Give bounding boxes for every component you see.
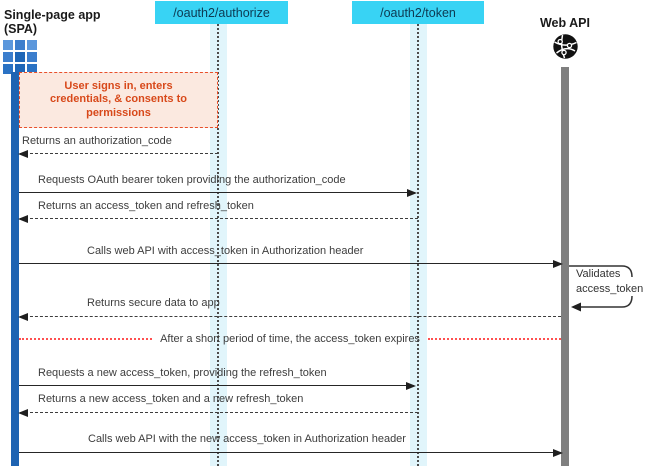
app-grid-icon: [3, 40, 37, 74]
return-arrow: [18, 409, 418, 417]
spa-activation-bar: [11, 72, 19, 466]
user-signin-note: User signs in, enters credentials, & con…: [19, 72, 218, 128]
message-label: Returns secure data to app: [87, 297, 220, 309]
authorize-endpoint-label: /oauth2/authorize: [173, 5, 270, 20]
return-arrow: [18, 150, 218, 158]
return-arrow: [18, 215, 418, 223]
authorize-lifeline: [217, 24, 219, 466]
arrowhead-right-icon: [407, 189, 417, 197]
message-label: Returns an authorization_code: [22, 135, 172, 147]
return-arrow: [18, 313, 561, 321]
token-endpoint-label: /oauth2/token: [380, 5, 456, 20]
message-label: Requests OAuth bearer token providing th…: [38, 174, 346, 186]
message-label: Calls web API with access_token in Autho…: [87, 245, 364, 257]
divider-text: After a short period of time, the access…: [160, 333, 420, 345]
token-expiry-divider: After a short period of time, the access…: [19, 332, 562, 346]
arrowhead-left-icon: [18, 150, 28, 158]
spa-title-line2: (SPA): [4, 22, 38, 36]
request-arrow: [19, 189, 417, 197]
arrowhead-left-icon: [18, 409, 28, 417]
divider-line-left: [19, 338, 153, 340]
globe-network-icon: [553, 34, 578, 59]
token-endpoint-box: /oauth2/token: [352, 1, 484, 24]
arrowhead-right-icon: [553, 449, 563, 457]
request-arrow: [19, 260, 563, 268]
request-arrow: [19, 382, 416, 390]
arrowhead-left-icon: [18, 313, 28, 321]
token-lifeline: [417, 24, 419, 466]
arrowhead-right-icon: [406, 382, 416, 390]
request-arrow: [19, 449, 563, 457]
divider-line-right: [427, 338, 562, 340]
web-api-activation-bar: [561, 67, 569, 466]
message-label: Returns an access_token and refresh_toke…: [38, 200, 254, 212]
self-message-loop: [569, 265, 633, 312]
spa-title-line1: Single-page app: [4, 8, 101, 22]
arrowhead-left-icon: [18, 215, 28, 223]
web-api-title: Web API: [539, 16, 590, 30]
authorize-endpoint-box: /oauth2/authorize: [155, 1, 288, 24]
message-label: Returns a new access_token and a new ref…: [38, 393, 304, 405]
validates-token-label: Validates access_token: [576, 268, 644, 295]
spa-actor-title: Single-page app (SPA): [4, 8, 101, 36]
message-label: Calls web API with the new access_token …: [88, 433, 406, 445]
message-label: Requests a new access_token, providing t…: [38, 367, 327, 379]
arrowhead-right-icon: [553, 260, 563, 268]
